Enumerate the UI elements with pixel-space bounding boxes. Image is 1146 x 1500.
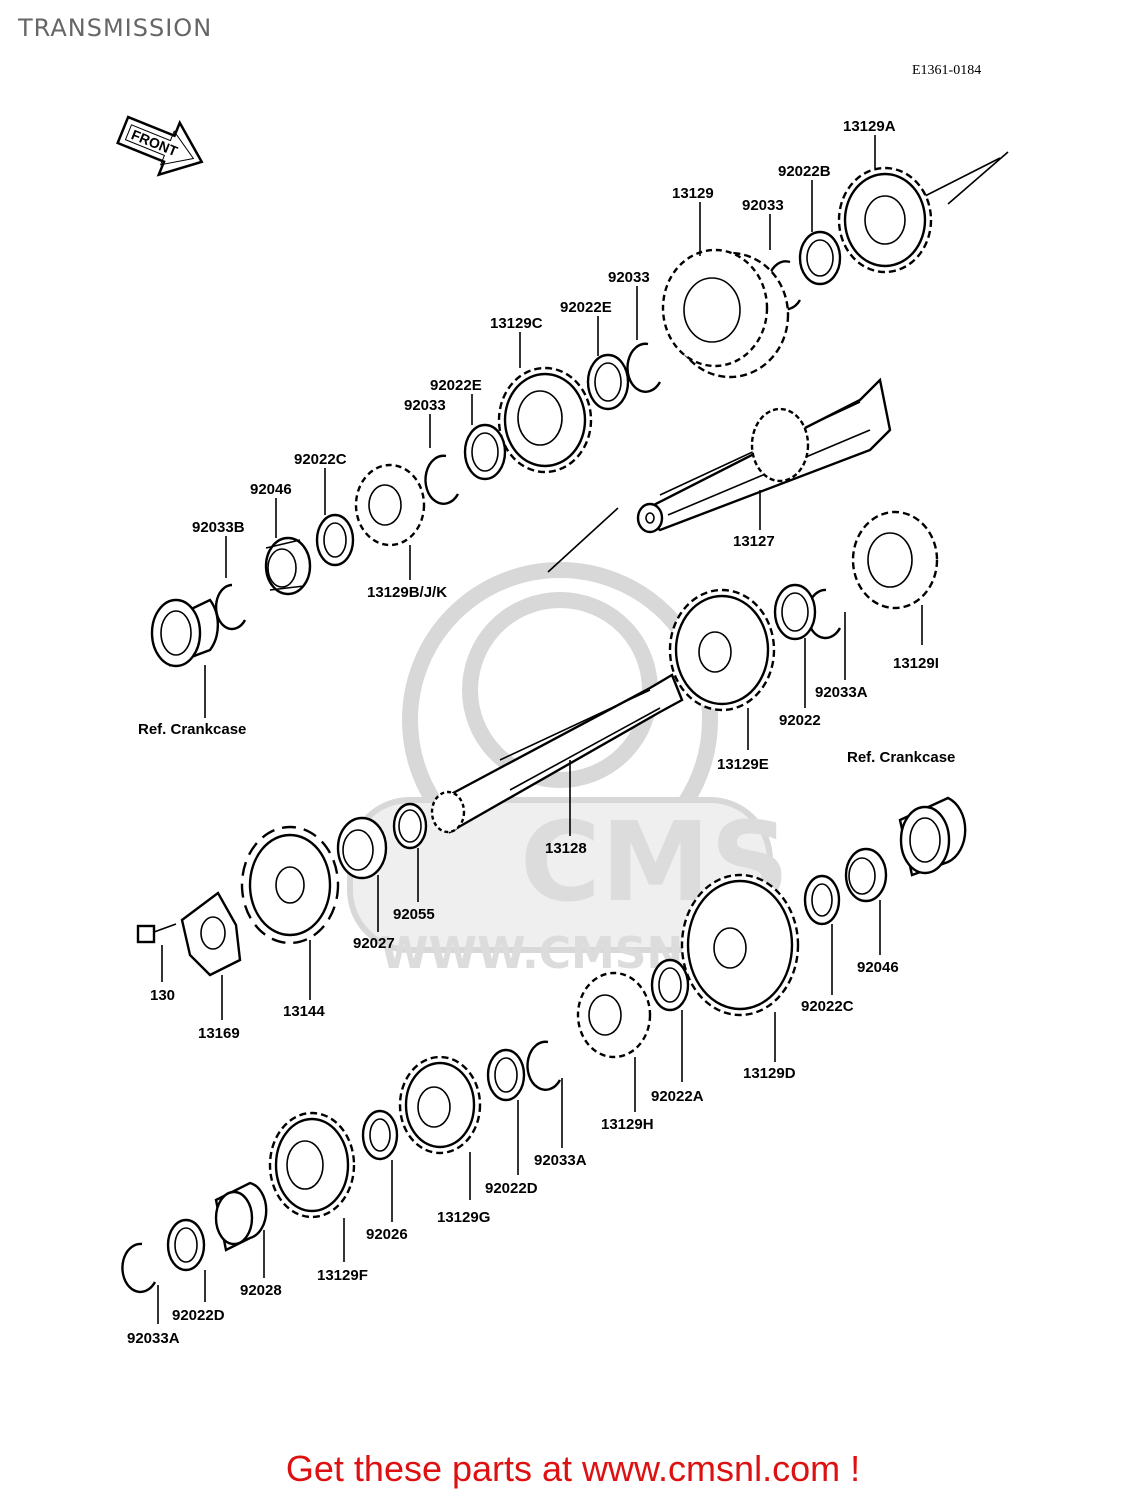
label-13129BJK: 13129B/J/K [367, 584, 447, 601]
washer-92026 [361, 1109, 399, 1161]
page-title: TRANSMISSION [18, 14, 213, 42]
gear-13129A [837, 166, 933, 274]
label-92022C-b: 92022C [801, 998, 854, 1015]
label-92022E-b: 92022E [430, 377, 482, 394]
bearing-crankcase-upper [150, 598, 220, 668]
label-92033-a: 92033 [742, 197, 784, 214]
gear-13129E [668, 588, 776, 712]
circlip-92033-c [424, 454, 460, 505]
label-92033-c: 92033 [404, 397, 446, 414]
gear-13129C [497, 366, 593, 474]
washer-92022D-b [166, 1218, 206, 1272]
label-92046-b: 92046 [857, 959, 899, 976]
collar-92027 [336, 816, 388, 880]
label-92033A-b: 92033A [534, 1152, 587, 1169]
label-ref-crankcase-b: Ref. Crankcase [847, 749, 955, 766]
label-ref-crankcase-a: Ref. Crankcase [138, 721, 246, 738]
label-92055: 92055 [393, 906, 435, 923]
gear-13129G [398, 1055, 482, 1155]
washer-92022C-a [315, 513, 355, 567]
label-92022A: 92022A [651, 1088, 704, 1105]
label-13129A: 13129A [843, 118, 896, 135]
label-130: 130 [150, 987, 175, 1004]
label-92022E-a: 92022E [560, 299, 612, 316]
front-arrow-icon: FRONT [116, 115, 204, 177]
needle-bearing-92046-b [844, 847, 888, 903]
footer-cta-link[interactable]: Get these parts at www.cmsnl.com ! [285, 1448, 861, 1489]
gear-13129D [680, 873, 800, 1017]
label-13129D: 13129D [743, 1065, 796, 1082]
circlip-92033B [214, 583, 247, 631]
washer-92022A [650, 958, 690, 1012]
label-13128: 13128 [545, 840, 587, 857]
circlip-92033A-c [121, 1242, 157, 1294]
washer-92022D-a [486, 1048, 526, 1102]
label-92022B: 92022B [778, 163, 831, 180]
gear-13129F [268, 1111, 356, 1219]
label-92022D-b: 92022D [172, 1307, 225, 1324]
gear-13129H [576, 971, 652, 1059]
sprocket-13144 [240, 825, 340, 945]
label-92022C-a: 92022C [294, 451, 347, 468]
label-13129H: 13129H [601, 1116, 654, 1133]
label-13129F: 13129F [317, 1267, 368, 1284]
axis-line [924, 157, 1001, 197]
gear-13129BJK [354, 463, 426, 547]
label-13144: 13144 [283, 1003, 325, 1020]
bushing-92028 [214, 1181, 268, 1252]
label-92022D-a: 92022D [485, 1180, 538, 1197]
oil-seal-92055 [392, 802, 428, 850]
label-13129E: 13129E [717, 756, 769, 773]
circlip-92033-b [626, 342, 662, 393]
label-13127: 13127 [733, 533, 775, 550]
gear-13129 [661, 248, 790, 379]
label-13129C: 13129C [490, 315, 543, 332]
part-labels: 13129A 92022B 13129 92033 92033 92022E 1… [127, 118, 955, 1347]
washer-92022B [798, 230, 842, 286]
shaft-13128 [430, 673, 684, 834]
axis-line [947, 151, 1009, 205]
label-92033A-a: 92033A [815, 684, 868, 701]
washer-92022C-b [803, 874, 841, 926]
label-92033B: 92033B [192, 519, 245, 536]
leader-lines [157, 135, 923, 1324]
label-92022: 92022 [779, 712, 821, 729]
label-92027: 92027 [353, 935, 395, 952]
label-92028: 92028 [240, 1282, 282, 1299]
axis-line [547, 507, 619, 573]
diagram-code: E1361-0184 [912, 63, 982, 78]
bearing-crankcase-lower [898, 796, 967, 877]
label-92026: 92026 [366, 1226, 408, 1243]
label-13129I: 13129I [893, 655, 939, 672]
needle-bearing-92046-a [264, 536, 312, 596]
label-92033-b: 92033 [608, 269, 650, 286]
label-92046-a: 92046 [250, 481, 292, 498]
gear-13129I [851, 510, 939, 610]
cmsnl-watermark: CMS WWW.CMSNL [347, 562, 789, 979]
label-13129: 13129 [672, 185, 714, 202]
circlip-92033A-b [526, 1040, 562, 1091]
shaft-13127 [636, 377, 892, 534]
label-13169: 13169 [198, 1025, 240, 1042]
label-92033A-c: 92033A [127, 1330, 180, 1347]
bolt-130 [136, 923, 177, 944]
plate-13169 [180, 891, 242, 977]
label-13129G: 13129G [437, 1209, 490, 1226]
